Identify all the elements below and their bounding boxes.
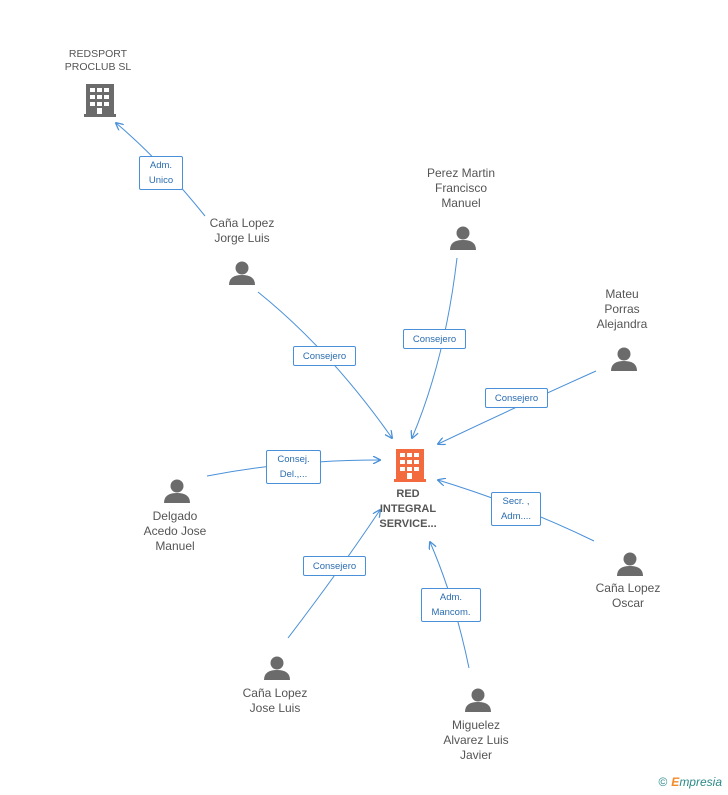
- company-label-redsport[interactable]: REDSPORT PROCLUB SL: [64, 48, 132, 73]
- person-icon: [465, 688, 491, 712]
- relation-label[interactable]: Consejero: [303, 556, 366, 576]
- person-label[interactable]: Mateu Porras Alejandra: [596, 287, 648, 331]
- relation-label[interactable]: Consejero: [485, 388, 548, 408]
- person-icon: [164, 479, 190, 503]
- person-label[interactable]: Caña Lopez Jorge Luis: [209, 216, 275, 245]
- main-building-icon: [394, 449, 426, 482]
- relation-label[interactable]: Secr. , Adm....: [491, 492, 541, 526]
- person-icon: [611, 347, 637, 371]
- brand-name: mpresia: [679, 775, 722, 789]
- person-label[interactable]: Perez Martin Francisco Manuel: [426, 166, 496, 210]
- person-label[interactable]: Caña Lopez Jose Luis: [242, 686, 308, 715]
- brand-initial: E: [671, 775, 680, 789]
- relation-label[interactable]: Adm. Mancom.: [421, 588, 481, 622]
- company-label-main[interactable]: RED INTEGRAL SERVICE...: [379, 488, 437, 530]
- copyright-icon: ©: [658, 775, 668, 789]
- person-label[interactable]: Caña Lopez Oscar: [595, 581, 661, 610]
- person-label[interactable]: Miguelez Alvarez Luis Javier: [443, 718, 509, 762]
- person-icon: [264, 656, 290, 680]
- person-icon: [450, 226, 476, 250]
- building-icon: [84, 84, 116, 117]
- relation-label[interactable]: Consejero: [403, 329, 466, 349]
- edge-consejero-perez: [412, 257, 458, 438]
- person-label[interactable]: Delgado Acedo Jose Manuel: [143, 509, 207, 553]
- brand-logo: ©Empresia: [658, 775, 722, 789]
- relation-label[interactable]: Consejero: [293, 346, 356, 366]
- person-icon: [617, 552, 643, 576]
- relation-label[interactable]: Consej. Del.,...: [266, 450, 321, 484]
- person-icon: [229, 261, 255, 285]
- relation-label[interactable]: Adm. Unico: [139, 156, 183, 190]
